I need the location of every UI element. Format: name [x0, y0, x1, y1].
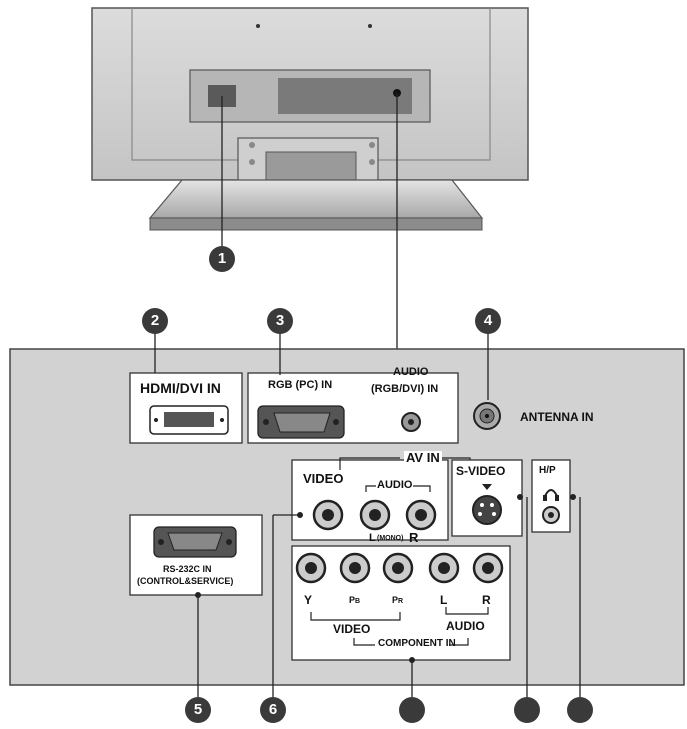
comp-pb-label: PB — [349, 595, 361, 606]
callout-blank-component — [399, 697, 425, 723]
component-in-label: COMPONENT IN — [378, 638, 456, 649]
callout-blank-hp — [567, 697, 593, 723]
av-in-label: AV IN — [404, 450, 442, 465]
callout-3: 3 — [267, 308, 293, 334]
l-label: L — [369, 532, 376, 544]
svideo-label: S-VIDEO — [456, 464, 506, 478]
hp-box — [531, 459, 571, 533]
comp-r-label: R — [482, 593, 491, 607]
callout-5: 5 — [185, 697, 211, 723]
stand-base — [148, 179, 484, 219]
callout-1: 1 — [209, 246, 235, 272]
headphone-icon — [544, 489, 558, 497]
av-jacks — [312, 499, 437, 531]
mono-label: (MONO) — [377, 535, 404, 542]
rs232-sub-label: (CONTROL&SERVICE) — [137, 576, 234, 586]
video-label: VIDEO — [303, 471, 344, 486]
audio-top-label: AUDIO — [393, 366, 429, 378]
comp-video-label: VIDEO — [333, 622, 371, 636]
comp-audio-label: AUDIO — [446, 619, 485, 633]
svideo-jack — [472, 495, 502, 525]
comp-pr-label: PR — [392, 595, 404, 606]
rs232-label: RS-232C IN — [163, 564, 212, 574]
callout-4: 4 — [475, 308, 501, 334]
audio-rgb-label: (RGB/DVI) IN — [371, 383, 439, 395]
main-port-block — [278, 78, 412, 114]
component-jacks — [295, 552, 504, 584]
hdmi-label: HDMI/DVI IN — [140, 380, 221, 396]
callout-blank-svideo — [514, 697, 540, 723]
hp-label: H/P — [539, 465, 556, 476]
callout-6: 6 — [260, 697, 286, 723]
callout-2: 2 — [142, 308, 168, 334]
tv-back — [91, 7, 529, 231]
callout-leaders — [154, 332, 581, 697]
rgb-label: RGB (PC) IN — [268, 379, 333, 391]
r-label: R — [409, 530, 419, 545]
comp-l-label: L — [440, 593, 448, 607]
audio-av-label: AUDIO — [376, 479, 414, 491]
antenna-label: ANTENNA IN — [520, 410, 594, 424]
comp-y-label: Y — [304, 593, 313, 607]
